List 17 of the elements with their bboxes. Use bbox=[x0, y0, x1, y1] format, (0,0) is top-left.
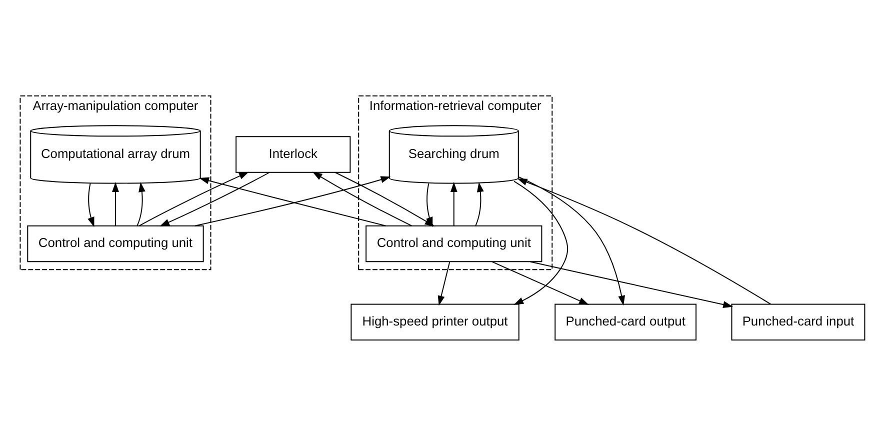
arrow bbox=[438, 260, 450, 306]
arrow bbox=[312, 171, 412, 226]
node-box: Interlock bbox=[236, 136, 351, 172]
arrow bbox=[475, 182, 484, 226]
arrow bbox=[160, 172, 270, 226]
node-box: Control and computing unit bbox=[366, 224, 542, 262]
node-box: Punched-card output bbox=[554, 303, 697, 340]
arrow bbox=[112, 182, 119, 226]
arrow bbox=[136, 182, 146, 226]
node-box: Control and computing unit bbox=[27, 224, 204, 262]
arrow bbox=[530, 260, 734, 308]
node-box: Punched-card input bbox=[731, 303, 866, 340]
arrow bbox=[88, 182, 94, 227]
arrow bbox=[138, 171, 249, 226]
arrow bbox=[450, 182, 458, 226]
arrow bbox=[514, 180, 568, 304]
node-box: High-speed printer output bbox=[350, 303, 520, 340]
